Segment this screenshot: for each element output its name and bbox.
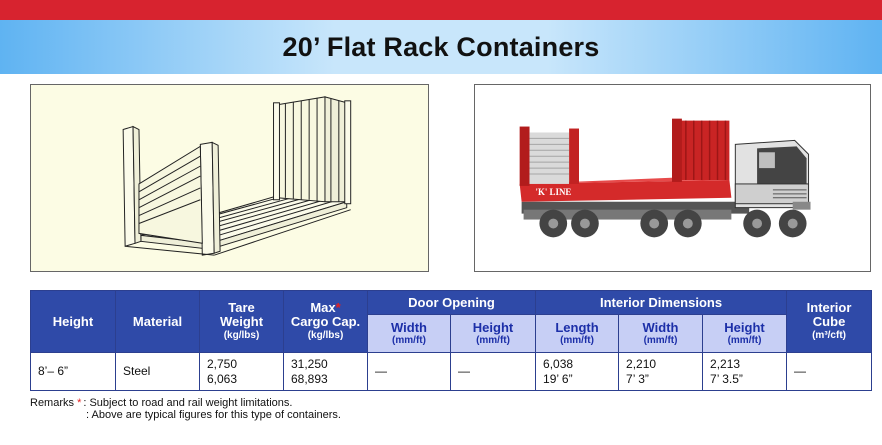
header-max-cargo-unit: (kg/lbs) <box>307 329 344 341</box>
remarks: Remarks * : Subject to road and rail wei… <box>30 397 341 421</box>
cell-int-width-mm: 2,210 <box>626 356 657 371</box>
header-max-cargo: Max* Cargo Cap. (kg/lbs) <box>283 290 368 353</box>
header-door-width-label: Width <box>391 319 427 335</box>
title-band: 20’ Flat Rack Containers <box>0 20 882 74</box>
top-red-bar <box>0 0 882 20</box>
header-int-length: Length (mm/ft) <box>535 314 620 353</box>
cell-door-height: — <box>449 352 537 391</box>
page-title: 20’ Flat Rack Containers <box>282 31 600 62</box>
cell-height: 8’– 6” <box>30 352 116 391</box>
header-door-height-unit: (mm/ft) <box>476 334 510 346</box>
header-tare-weight-unit: (kg/lbs) <box>223 329 260 341</box>
header-door-height: Height (mm/ft) <box>449 314 537 353</box>
header-int-width-unit: (mm/ft) <box>643 334 678 346</box>
header-max-cargo-star: * <box>335 299 341 315</box>
header-int-width-label: Width <box>642 319 679 335</box>
cell-int-length-mm: 6,038 <box>543 356 574 371</box>
cell-tare-weight: 2,750 6,063 <box>199 352 284 391</box>
cell-tare-weight-lbs: 6,063 <box>207 371 238 386</box>
header-door-width-unit: (mm/ft) <box>392 334 426 346</box>
remarks-line2: : Above are typical figures for this typ… <box>86 409 341 421</box>
header-int-height: Height (mm/ft) <box>702 314 788 353</box>
header-int-height-unit: (mm/ft) <box>727 334 762 346</box>
cell-int-width-ft: 7’ 3” <box>626 371 649 386</box>
header-int-length-label: Length <box>555 319 599 335</box>
cell-int-width: 2,210 7’ 3” <box>618 352 704 391</box>
header-interior-cube-label: Interior Cube <box>806 299 852 329</box>
header-material: Material <box>115 290 200 353</box>
cell-int-length-ft: 19’ 6” <box>543 371 573 386</box>
cell-int-height: 2,213 7’ 3.5” <box>702 352 788 391</box>
header-int-width: Width (mm/ft) <box>618 314 704 353</box>
cell-int-height-mm: 2,213 <box>710 356 741 371</box>
cell-interior-cube: — <box>786 352 873 391</box>
header-height: Height <box>30 290 116 353</box>
cell-max-cargo: 31,250 68,893 <box>283 352 368 391</box>
header-interior-cube-unit: (m³/cft) <box>812 329 846 341</box>
header-interior-cube: Interior Cube (m³/cft) <box>786 290 873 353</box>
table-row: 8’– 6” Steel 2,750 6,063 31,250 68,893 —… <box>30 352 873 391</box>
cell-door-width: — <box>367 352 451 391</box>
header-door-opening: Door Opening <box>366 290 537 315</box>
flat-rack-line-drawing <box>30 84 429 272</box>
header-tare-weight: Tare Weight (kg/lbs) <box>199 290 284 353</box>
header-max-cargo-label: Max <box>310 299 336 315</box>
cell-tare-weight-kg: 2,750 <box>207 356 238 371</box>
header-max-cargo-line2: Cargo Cap. <box>290 313 361 329</box>
header-door-height-label: Height <box>472 319 514 335</box>
specifications-table: Height Material Tare Weight (kg/lbs) Max… <box>30 290 873 391</box>
cell-max-cargo-lbs: 68,893 <box>291 371 328 386</box>
header-tare-weight-label: Tare Weight <box>219 299 264 329</box>
truck-with-flat-rack: 'K' LINE <box>474 84 871 272</box>
header-int-length-unit: (mm/ft) <box>560 334 594 346</box>
cell-material: Steel <box>115 352 200 391</box>
cell-int-height-ft: 7’ 3.5” <box>710 371 743 386</box>
cell-max-cargo-kg: 31,250 <box>291 356 328 371</box>
header-interior-dimensions: Interior Dimensions <box>535 290 788 315</box>
k-line-logo-text: 'K' LINE <box>535 187 571 197</box>
header-int-height-label: Height <box>724 319 765 335</box>
remarks-label: Remarks * <box>30 397 82 409</box>
cell-int-length: 6,038 19’ 6” <box>535 352 620 391</box>
remarks-star: * <box>77 397 82 409</box>
remarks-line1: : Subject to road and rail weight limita… <box>83 397 293 409</box>
header-door-width: Width (mm/ft) <box>367 314 451 353</box>
